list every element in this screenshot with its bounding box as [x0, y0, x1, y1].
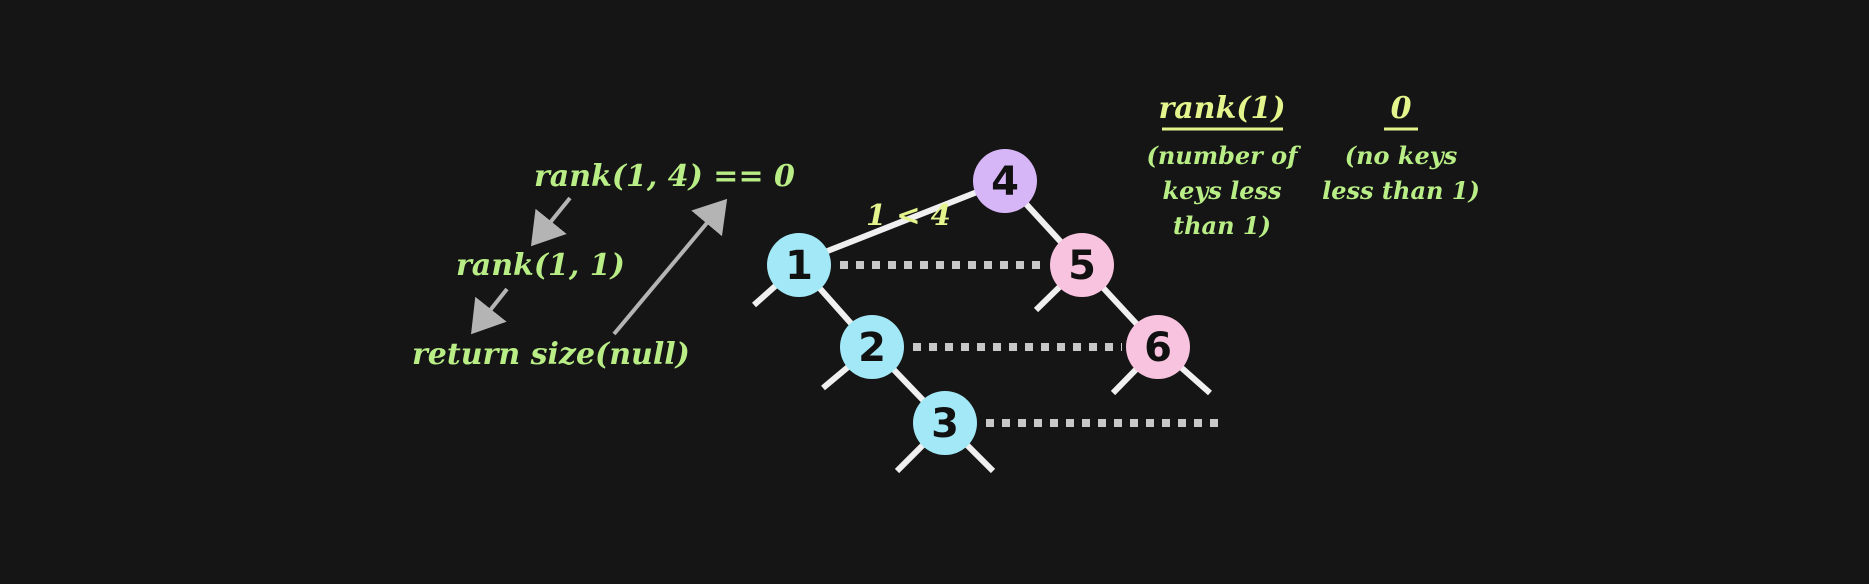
compare-label: 1 < 4 — [866, 198, 951, 232]
query-header: rank(1) — [1158, 91, 1285, 126]
svg-text:5: 5 — [1068, 243, 1096, 289]
recursion-trace: rank(1, 4) == 0 rank(1, 1) return size(n… — [412, 159, 795, 372]
result-table: rank(1) (number of keys less than 1) 0 (… — [1146, 91, 1479, 240]
tree-node-3: 3 — [913, 391, 977, 455]
query-desc-line-2: keys less — [1162, 176, 1282, 205]
tree-node-5: 5 — [1050, 233, 1114, 297]
answer-header: 0 — [1391, 91, 1412, 126]
tree-node-1: 1 — [767, 233, 831, 297]
svg-text:2: 2 — [858, 325, 886, 371]
svg-text:4: 4 — [991, 159, 1019, 205]
svg-text:1: 1 — [785, 243, 813, 289]
answer-desc-line-2: less than 1) — [1322, 176, 1480, 205]
trace-base-case: return size(null) — [412, 337, 690, 372]
tree-node-6: 6 — [1126, 315, 1190, 379]
tree-node-2: 2 — [840, 315, 904, 379]
edge-4-1 — [823, 178, 1007, 255]
svg-text:6: 6 — [1144, 325, 1172, 371]
answer-desc-line-1: (no keys — [1345, 141, 1458, 170]
query-desc-line-1: (number of — [1146, 141, 1301, 170]
arrow-root-to-left — [530, 196, 572, 247]
arrow-left-to-base — [471, 287, 509, 335]
dotted-lines — [840, 261, 1220, 427]
tree-node-4: 4 — [973, 149, 1037, 213]
arrow-return-up — [612, 198, 728, 336]
svg-text:3: 3 — [931, 401, 959, 447]
tree-nodes: 4 1 5 2 6 3 — [767, 149, 1190, 455]
trace-call-left: rank(1, 1) — [456, 248, 625, 283]
query-desc-line-3: than 1) — [1173, 211, 1271, 240]
trace-call-root: rank(1, 4) == 0 — [534, 159, 795, 194]
